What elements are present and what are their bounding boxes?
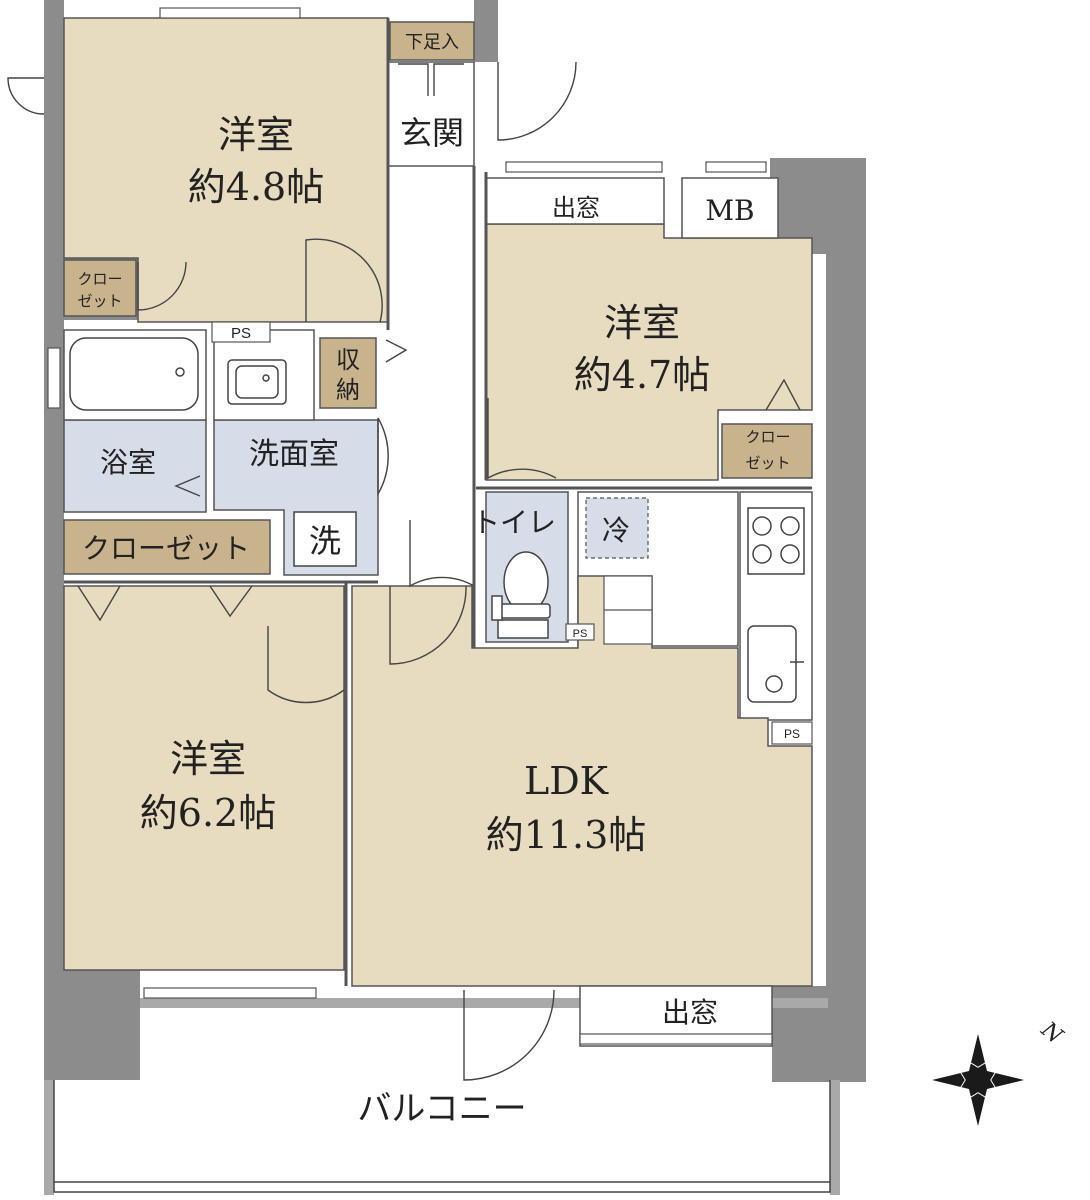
stove-icon — [747, 507, 805, 575]
closet-ne-label-1: クロー — [745, 428, 790, 446]
bathtub-icon — [69, 337, 199, 411]
washer-label: 洗 — [309, 522, 341, 560]
room-size-sw: 約6.2帖 — [140, 791, 276, 835]
bathroom-floor — [63, 419, 207, 513]
western-room-ne-floor — [485, 223, 813, 481]
closet-ne — [721, 423, 813, 479]
storage-small — [319, 337, 377, 409]
windows — [47, 7, 773, 1045]
ldk-floor — [351, 575, 813, 987]
room-size-ne: 約4.7帖 — [574, 353, 710, 397]
compass-icon: N — [932, 1017, 1068, 1126]
ps-boxes — [211, 321, 813, 745]
shoe-storage — [389, 21, 475, 61]
room-size-ldk: 約11.3帖 — [486, 813, 647, 857]
closets — [63, 21, 813, 575]
room-size-nw: 約4.8帖 — [188, 165, 324, 209]
balcony-label: バルコニー — [357, 1089, 526, 1129]
toilet-icon — [491, 551, 551, 639]
closet-nw-label-2: ゼット — [77, 292, 122, 310]
closet-ne-label-2: ゼット — [745, 454, 790, 472]
compass-north-label: N — [1035, 1017, 1067, 1050]
fridge-space — [585, 497, 649, 559]
interior-walls — [64, 18, 812, 986]
closet-long-label: クローゼット — [82, 532, 250, 565]
room-name-nw: 洋室 — [218, 113, 294, 157]
room-name-ldk: LDK — [524, 759, 609, 803]
storage-label-2: 納 — [336, 376, 360, 404]
counter — [603, 575, 653, 645]
fridge-label: 冷 — [602, 514, 630, 547]
washbasin-icon — [227, 359, 287, 405]
bay-window-top-label: 出窓 — [552, 194, 600, 222]
bathroom-label: 浴室 — [100, 446, 156, 479]
room-name-ne: 洋室 — [604, 301, 680, 345]
mb-box — [681, 177, 779, 239]
closet-nw-label-1: クロー — [77, 270, 122, 288]
toilet-label: トイレ — [472, 506, 556, 539]
mb-label: MB — [705, 194, 754, 227]
labels: 洋室 約4.8帖 洋室 約4.7帖 洋室 約6.2帖 LDK 約11.3帖 玄関… — [77, 32, 800, 1129]
ps-toilet-label: PS — [573, 628, 588, 640]
shoe-storage-label: 下足入 — [405, 32, 459, 53]
storage-label-1: 収 — [336, 346, 360, 374]
genkan-label: 玄関 — [400, 114, 464, 152]
room-name-sw: 洋室 — [170, 737, 246, 781]
western-room-sw-floor — [63, 585, 345, 971]
doors — [7, 61, 801, 1081]
bay-window-bottom-label: 出窓 — [662, 996, 718, 1029]
structure-walls — [44, 0, 866, 1082]
sink-icon — [747, 625, 804, 703]
closet-long — [63, 519, 271, 575]
ps-top-label: PS — [231, 325, 251, 342]
ps-kitchen-label: PS — [784, 727, 800, 741]
closet-nw — [63, 259, 137, 317]
washroom-label: 洗面室 — [249, 437, 339, 472]
balcony — [44, 998, 840, 1195]
washer-icon — [293, 511, 357, 567]
